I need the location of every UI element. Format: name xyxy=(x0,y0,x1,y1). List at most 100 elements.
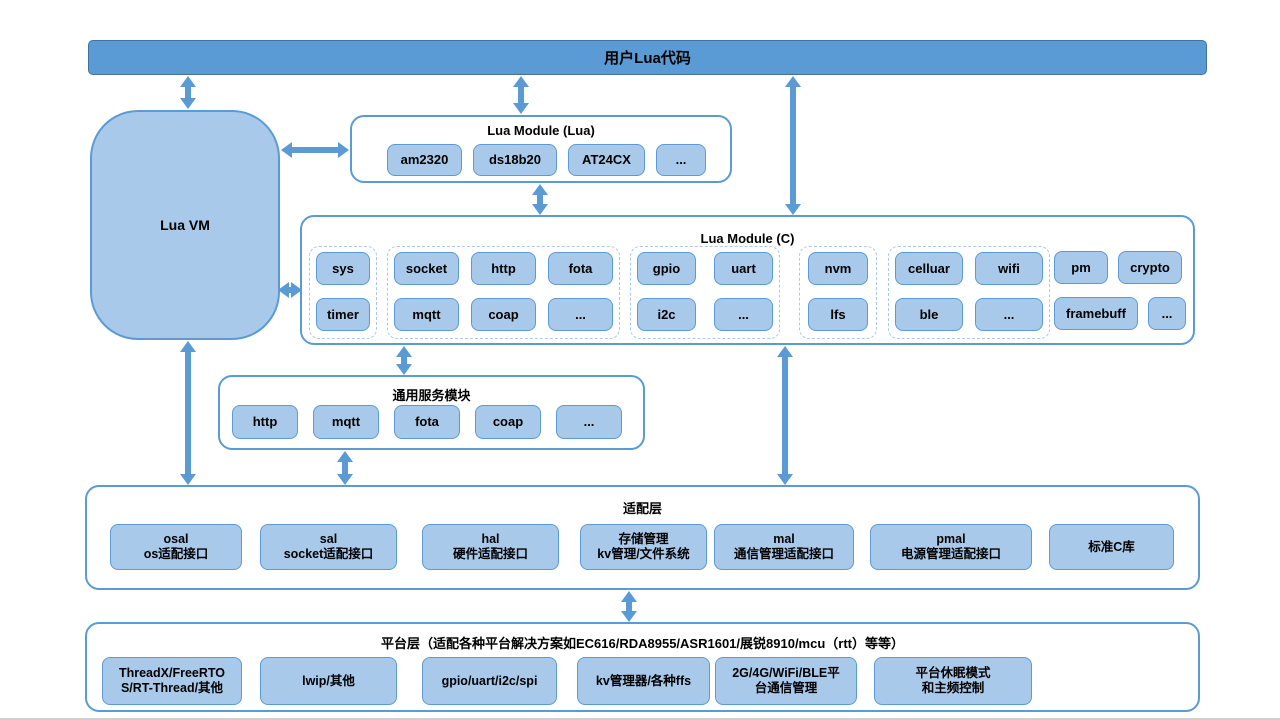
box-mqtt: mqtt xyxy=(394,298,459,331)
common-services-container: 通用服务模块 http mqtt fota coap ... xyxy=(218,375,645,450)
box-periph-more: ... xyxy=(714,298,773,331)
box-http: http xyxy=(471,252,536,285)
box-radio-more: ... xyxy=(975,298,1043,331)
box-am2320: am2320 xyxy=(387,144,462,176)
group-row: sys xyxy=(316,252,370,285)
c-group-misc: pm crypto framebuff ... xyxy=(1054,246,1190,339)
box-mal: mal 通信管理适配接口 xyxy=(714,524,854,570)
box-svc-coap: coap xyxy=(475,405,541,439)
c-group-network: socket http fota mqtt coap ... xyxy=(387,246,620,339)
common-services-row: http mqtt fota coap ... xyxy=(232,405,622,439)
box-net-more: ... xyxy=(548,298,613,331)
box-kv-ffs: kv管理器/各种ffs xyxy=(577,657,710,705)
box-misc-more: ... xyxy=(1148,297,1186,330)
box-svc-http: http xyxy=(232,405,298,439)
arrow-modc-adapter xyxy=(777,346,793,485)
platform-layer-title: 平台层（适配各种平台解决方案如EC616/RDA8955/ASR1601/展锐8… xyxy=(380,636,904,651)
group-row: celluar wifi xyxy=(895,252,1043,285)
box-ds18b20: ds18b20 xyxy=(473,144,557,176)
arrow-shaft xyxy=(185,85,191,100)
arrow-shaft xyxy=(342,460,348,476)
arrow-userlua-modlua xyxy=(513,76,529,114)
box-celluar: celluar xyxy=(895,252,963,285)
box-nvm: nvm xyxy=(808,252,868,285)
box-timer: timer xyxy=(316,298,370,331)
box-rtos: ThreadX/FreeRTO S/RT-Thread/其他 xyxy=(102,657,242,705)
box-socket: socket xyxy=(394,252,459,285)
lua-module-lua-container: Lua Module (Lua) am2320 ds18b20 AT24CX .… xyxy=(350,115,732,183)
box-gpio: gpio xyxy=(637,252,696,285)
arrow-userlua-modc xyxy=(785,76,801,215)
platform-layer-container: 平台层（适配各种平台解决方案如EC616/RDA8955/ASR1601/展锐8… xyxy=(85,622,1200,712)
arrow-adapter-platform xyxy=(621,591,637,622)
box-lwip: lwip/其他 xyxy=(260,657,397,705)
arrow-shaft xyxy=(287,287,293,293)
group-row: mqtt coap ... xyxy=(394,298,613,331)
box-at24cx: AT24CX xyxy=(568,144,645,176)
group-row: lfs xyxy=(806,298,870,331)
box-sys: sys xyxy=(316,252,370,285)
box-lfs: lfs xyxy=(808,298,868,331)
arrow-modlua-modc xyxy=(532,184,548,215)
box-framebuff: framebuff xyxy=(1054,297,1138,330)
arrow-luavm-modc xyxy=(278,282,302,298)
group-row: nvm xyxy=(806,252,870,285)
group-row: pm crypto xyxy=(1054,251,1190,284)
box-std-c-lib: 标准C库 xyxy=(1049,524,1174,570)
arrow-shaft xyxy=(782,355,788,476)
group-row: socket http fota xyxy=(394,252,613,285)
box-osal: osal os适配接口 xyxy=(110,524,242,570)
box-uart: uart xyxy=(714,252,773,285)
c-group-storage: nvm lfs xyxy=(799,246,877,339)
box-wifi: wifi xyxy=(975,252,1043,285)
box-storage-mgmt: 存储管理 kv管理/文件系统 xyxy=(580,524,707,570)
c-group-radio: celluar wifi ble ... xyxy=(888,246,1050,339)
box-svc-fota: fota xyxy=(394,405,460,439)
arrow-modc-services xyxy=(396,346,412,375)
box-fota: fota xyxy=(548,252,613,285)
arrow-shaft xyxy=(290,147,340,153)
box-pm: pm xyxy=(1054,251,1108,284)
group-row: timer xyxy=(316,298,370,331)
user-lua-code-bar: 用户Lua代码 xyxy=(88,40,1207,75)
box-sleep-freq: 平台休眠模式 和主频控制 xyxy=(874,657,1032,705)
arrow-shaft xyxy=(518,85,524,105)
adapter-layer-title: 适配层 xyxy=(622,501,662,516)
arrow-luavm-adapter xyxy=(180,341,196,485)
arrow-shaft xyxy=(626,600,632,613)
lua-module-c-container: Lua Module (C) sys timer socket http fot… xyxy=(300,215,1195,345)
arrow-userlua-luavm xyxy=(180,76,196,109)
slide-bottom-edge xyxy=(0,718,1280,720)
group-row: framebuff ... xyxy=(1054,297,1190,330)
box-sal: sal socket适配接口 xyxy=(260,524,397,570)
c-group-core: sys timer xyxy=(309,246,377,339)
group-row: i2c ... xyxy=(637,298,773,331)
arrow-shaft xyxy=(401,355,407,366)
arrow-luavm-modlua xyxy=(281,142,349,158)
group-row: ble ... xyxy=(895,298,1043,331)
box-svc-more: ... xyxy=(556,405,622,439)
arrow-services-adapter xyxy=(337,451,353,485)
box-crypto: crypto xyxy=(1118,251,1182,284)
lua-vm-box: Lua VM xyxy=(90,110,280,340)
arrow-shaft xyxy=(185,350,191,476)
lua-module-lua-title: Lua Module (Lua) xyxy=(487,123,595,138)
box-platform-comm: 2G/4G/WiFi/BLE平 台通信管理 xyxy=(715,657,857,705)
common-services-title: 通用服务模块 xyxy=(392,388,471,403)
user-lua-code-label: 用户Lua代码 xyxy=(604,50,691,67)
lua-module-c-title: Lua Module (C) xyxy=(700,231,795,246)
box-gpio-uart-i2c-spi: gpio/uart/i2c/spi xyxy=(422,657,557,705)
lua-module-lua-row: am2320 ds18b20 AT24CX ... xyxy=(387,144,706,176)
box-lua-more: ... xyxy=(656,144,706,176)
lua-vm-label: Lua VM xyxy=(160,217,210,233)
box-pmal: pmal 电源管理适配接口 xyxy=(870,524,1032,570)
box-ble: ble xyxy=(895,298,963,331)
arrow-shaft xyxy=(790,85,796,206)
box-i2c: i2c xyxy=(637,298,696,331)
c-group-peripheral: gpio uart i2c ... xyxy=(630,246,780,339)
arrow-shaft xyxy=(537,193,543,206)
box-svc-mqtt: mqtt xyxy=(313,405,379,439)
adapter-layer-container: 适配层 osal os适配接口 sal socket适配接口 hal 硬件适配接… xyxy=(85,485,1200,590)
box-coap: coap xyxy=(471,298,536,331)
